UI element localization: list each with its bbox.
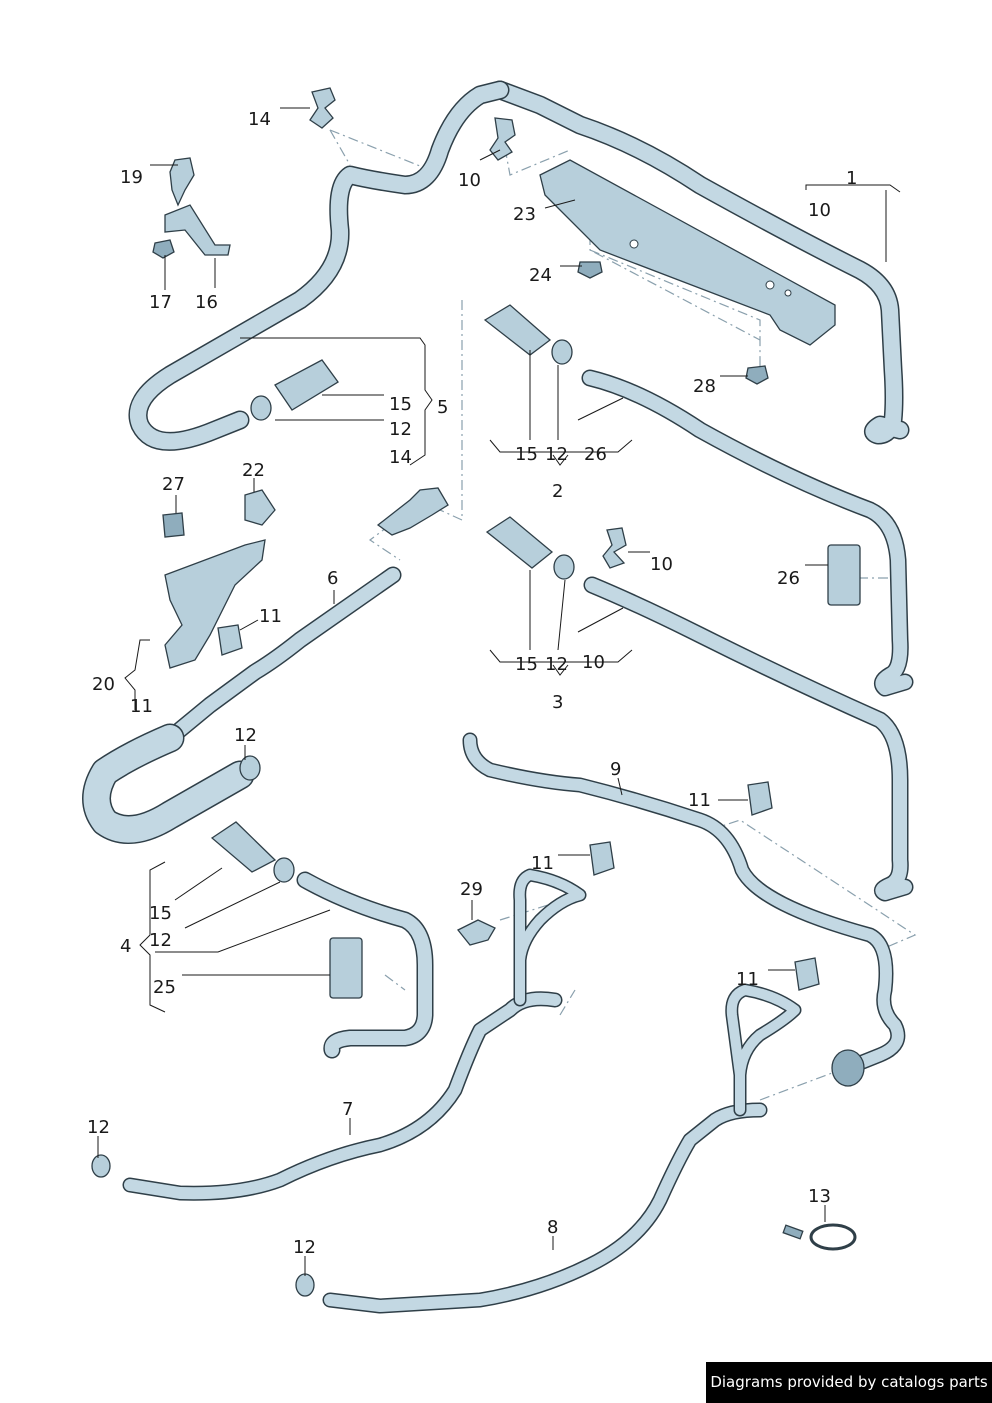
callout-11: 11 <box>736 969 759 990</box>
clip-11-c <box>794 957 820 991</box>
callout-2: 2 <box>552 481 563 502</box>
hose-11-bend <box>82 723 255 844</box>
callout-13: 13 <box>808 1186 831 1207</box>
clamp-12-g <box>295 1273 315 1297</box>
nut-28 <box>745 365 769 385</box>
hose-8-loop <box>725 983 802 1117</box>
clip-11-left <box>217 624 243 656</box>
callout-17: 17 <box>149 292 172 313</box>
bracket-23 <box>539 159 836 346</box>
clip-19 <box>169 157 195 207</box>
callout-12: 12 <box>389 419 412 440</box>
plate-25 <box>329 937 363 999</box>
callout-28: 28 <box>693 376 716 397</box>
clip-11-b <box>589 841 615 876</box>
bracket-20 <box>164 539 266 669</box>
hose-2 <box>581 369 914 697</box>
callout-10: 10 <box>650 554 673 575</box>
clip-22 <box>244 489 276 526</box>
callout-1: 1 <box>846 168 857 189</box>
hose-7-loop <box>513 868 587 1007</box>
callout-26: 26 <box>584 444 607 465</box>
callout-12: 12 <box>234 725 257 746</box>
callout-23: 23 <box>513 204 536 225</box>
callout-12: 12 <box>149 930 172 951</box>
callout-3: 3 <box>552 692 563 713</box>
clip-11-a <box>747 781 773 816</box>
callout-29: 29 <box>460 879 483 900</box>
hose-8 <box>322 1102 768 1314</box>
callout-5: 5 <box>437 397 448 418</box>
callout-10: 10 <box>458 170 481 191</box>
callout-12: 12 <box>545 444 568 465</box>
connector-elbow <box>376 487 449 536</box>
hose-5-loop <box>128 80 510 451</box>
callout-12: 12 <box>87 1117 110 1138</box>
clamp-12-c <box>553 554 575 580</box>
callout-19: 19 <box>120 167 143 188</box>
callout-14: 14 <box>389 447 412 468</box>
clip-10-top <box>489 117 516 161</box>
callout-15: 15 <box>515 444 538 465</box>
callout-9: 9 <box>610 759 621 780</box>
callout-11: 11 <box>531 853 554 874</box>
callout-11: 11 <box>130 696 153 717</box>
clamp-12-d <box>273 857 295 883</box>
sleeve-15-b <box>483 304 552 356</box>
components <box>91 87 865 1297</box>
callout-4: 4 <box>120 936 131 957</box>
sleeve-15-c <box>485 516 554 569</box>
callout-27: 27 <box>162 474 185 495</box>
hose-9 <box>462 732 906 1071</box>
hose-1-upper <box>490 80 910 445</box>
callout-24: 24 <box>529 265 552 286</box>
clip-29 <box>456 919 496 946</box>
hose-7 <box>122 991 563 1201</box>
callout-12: 12 <box>293 1237 316 1258</box>
clamp-12-e <box>239 755 261 781</box>
callout-26: 26 <box>777 568 800 589</box>
callout-11: 11 <box>688 790 711 811</box>
sleeve-15-d <box>210 821 277 873</box>
callout-14: 14 <box>248 109 271 130</box>
callout-15: 15 <box>389 394 412 415</box>
callout-10: 10 <box>808 200 831 221</box>
callout-16: 16 <box>195 292 218 313</box>
plate-26 <box>827 544 861 606</box>
footer-credit: Diagrams provided by catalogs parts <box>706 1362 992 1403</box>
leader-lines <box>97 107 901 1276</box>
callout-6: 6 <box>327 568 338 589</box>
cable-tie-13 <box>809 1223 857 1251</box>
callout-22: 22 <box>242 460 265 481</box>
hose-lines <box>82 80 914 1314</box>
clip-10-mid <box>602 527 627 569</box>
nut-17 <box>152 239 175 259</box>
callout-labels: 1 10 14 10 19 23 24 17 16 28 15 5 12 14 … <box>87 109 857 1258</box>
hose-6 <box>161 566 402 747</box>
clip-14-top <box>309 87 336 129</box>
callout-15: 15 <box>515 654 538 675</box>
sleeve-15-a <box>274 359 339 411</box>
callout-11: 11 <box>259 606 282 627</box>
connector-cylinder <box>831 1049 865 1087</box>
callout-7: 7 <box>342 1099 353 1120</box>
clamp-12-b <box>551 339 573 365</box>
clamp-12-a <box>250 395 272 421</box>
callout-8: 8 <box>547 1217 558 1238</box>
callout-25: 25 <box>153 977 176 998</box>
nut-24 <box>577 261 603 279</box>
clamp-12-f <box>91 1154 111 1178</box>
callout-10: 10 <box>582 652 605 673</box>
hose-4 <box>296 871 434 1059</box>
bracket-16 <box>164 204 231 256</box>
hose-3 <box>583 576 914 902</box>
callout-12: 12 <box>545 654 568 675</box>
callout-20: 20 <box>92 674 115 695</box>
clip-27 <box>162 512 185 538</box>
callout-15: 15 <box>149 903 172 924</box>
